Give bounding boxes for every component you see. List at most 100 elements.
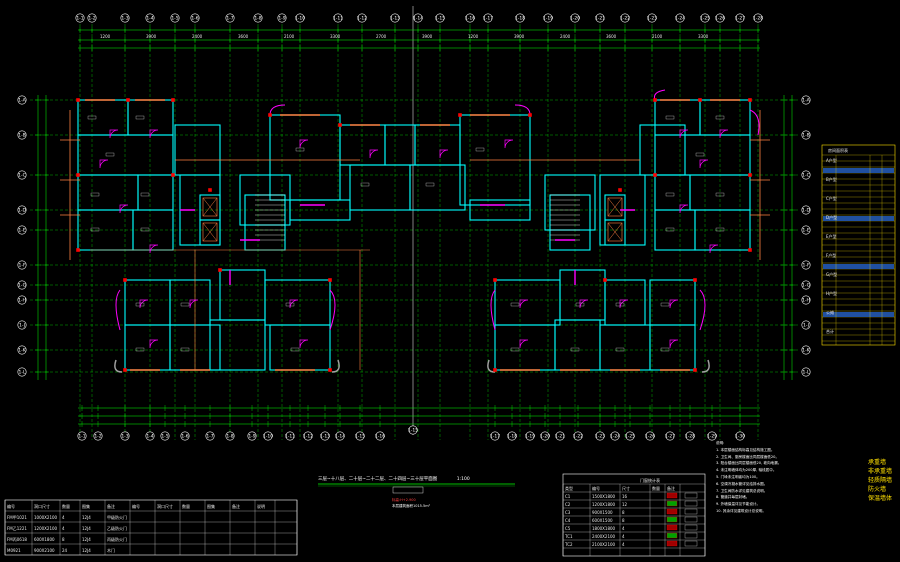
dimension-text: 1200	[468, 34, 479, 39]
door-swing	[119, 204, 129, 214]
structural-column	[748, 98, 752, 102]
structural-column	[693, 368, 697, 372]
room-wall	[269, 114, 341, 201]
note-line: 1. 本层楼面结构标高见结构施工图。	[716, 447, 775, 452]
axis-bubble-label: 1-9	[248, 434, 255, 440]
axis-bubble-label: 1-F	[18, 263, 25, 269]
room-tag	[90, 227, 100, 232]
room-tag	[360, 182, 370, 187]
axis-bubble-label: 1-L	[19, 370, 26, 376]
axis-bubble-label: 1-28	[685, 434, 695, 440]
axis-bubble-label: 1-13	[390, 16, 400, 22]
bottom-axis-bubble	[625, 431, 635, 441]
axis-bubble-label: 1-5	[171, 16, 178, 22]
window-swatch-outline	[684, 532, 698, 539]
right-axis-bubble	[801, 205, 811, 215]
axis-bubble-label: 1-C	[802, 173, 810, 179]
axis-bubble-label: 1-16	[465, 16, 475, 22]
side-table-row-label: E户型	[826, 233, 837, 239]
window-color-swatch	[666, 532, 678, 539]
window-table-cell: 1800X1800	[592, 526, 616, 531]
axis-bubble-label: 1-10	[295, 16, 305, 22]
axis-bubble-label: 1-5	[161, 434, 168, 440]
axis-bubble-label: 1-27	[665, 434, 675, 440]
bottom-axis-bubble	[573, 431, 583, 441]
right-axis-bubble	[801, 95, 811, 105]
note-line: 10. 其余详见建筑设计总说明。	[716, 508, 766, 513]
structural-column	[218, 268, 222, 272]
legend-item: 防火墙	[868, 486, 887, 493]
left-axis-bubble	[17, 367, 27, 377]
legend-item: 轻质隔墙	[868, 477, 893, 484]
axis-bubble-label: 1-F	[802, 263, 809, 269]
dimension-text: 3300	[698, 34, 709, 39]
structural-column	[653, 98, 657, 102]
top-axis-bubble	[515, 13, 525, 23]
door-table-cell: 4	[62, 515, 65, 520]
structural-column	[171, 98, 175, 102]
bottom-axis-bubble	[610, 431, 620, 441]
side-table-highlight	[823, 216, 894, 221]
window-table-cell: C5	[565, 526, 571, 531]
room-wall	[654, 134, 751, 176]
bottom-axis-bubble	[205, 431, 215, 441]
bottom-axis-bubble	[145, 431, 155, 441]
plan-scale: 1:100	[456, 477, 470, 482]
axis-bubble-label: 1-24	[675, 16, 685, 22]
axis-bubble-label: 1-A	[802, 98, 810, 104]
bottom-axis-bubble	[355, 431, 365, 441]
axis-bubble-label: 1-14	[413, 16, 423, 22]
room-tag	[665, 115, 675, 120]
room-tag	[180, 302, 190, 307]
window-color-swatch	[666, 508, 678, 515]
door-swing	[719, 129, 729, 139]
window-table-cell: 900X1500	[592, 510, 613, 515]
side-table-row-label: F户型	[826, 252, 836, 258]
structural-column	[748, 173, 752, 177]
top-axis-bubble	[390, 13, 400, 23]
axis-bubble-label: 1-13	[320, 434, 330, 440]
window-table-cell: 2100X2100	[592, 542, 616, 547]
axis-bubble-label: 1-22	[620, 16, 630, 22]
room-wall	[384, 124, 416, 166]
top-axis-bubble	[543, 13, 553, 23]
axis-bubble-label: 1-K	[18, 348, 26, 354]
top-axis-bubble	[170, 13, 180, 23]
door-table-cell: 丙级防火门	[107, 536, 127, 542]
legend-item: 承重墙	[868, 459, 887, 466]
door-table-cell: 12J4	[82, 548, 91, 553]
window-table-cell: TC1	[564, 534, 573, 539]
axis-bubble-label: 1-21	[555, 434, 565, 440]
dimension-text: 2100	[284, 34, 295, 39]
note-line: 2. 卫生间、厨房楼面比同层楼面低20。	[716, 454, 780, 459]
axis-bubble-label: 1-24	[610, 434, 620, 440]
door-table-cell: FM甲1021	[7, 515, 27, 520]
bottom-axis-bubble	[247, 431, 257, 441]
structural-column	[76, 173, 80, 177]
window-table-header: 编号	[592, 485, 600, 491]
room-wall	[137, 174, 174, 211]
left-axis-bubble	[17, 225, 27, 235]
dimension-text: 3900	[514, 34, 525, 39]
bottom-axis-bubble	[263, 431, 273, 441]
axis-bubble-label: 1-A	[18, 98, 26, 104]
bottom-axis-bubble	[555, 431, 565, 441]
bottom-axis-bubble	[525, 431, 535, 441]
axis-bubble-label: 1-L	[803, 370, 810, 376]
door-swing	[619, 299, 629, 309]
room-tag	[425, 182, 435, 187]
window-table-cell: TC2	[564, 542, 573, 547]
dimension-text: 2100	[652, 34, 663, 39]
bottom-axis-bubble	[335, 431, 345, 441]
balcony-hatch	[114, 359, 710, 373]
magenta-walls	[180, 204, 635, 285]
axis-bubble-label: 1-22	[573, 434, 583, 440]
door-table-cell: 甲级防火门	[107, 514, 127, 520]
top-axis-bubble	[190, 13, 200, 23]
door-swing	[439, 149, 449, 159]
room-wall	[77, 174, 139, 211]
axis-bubble-label: 1-E	[18, 228, 25, 234]
room-wall	[544, 174, 596, 231]
door-table-cell: FM丙0618	[7, 537, 27, 542]
axis-bubble-label: 1-27	[735, 16, 745, 22]
